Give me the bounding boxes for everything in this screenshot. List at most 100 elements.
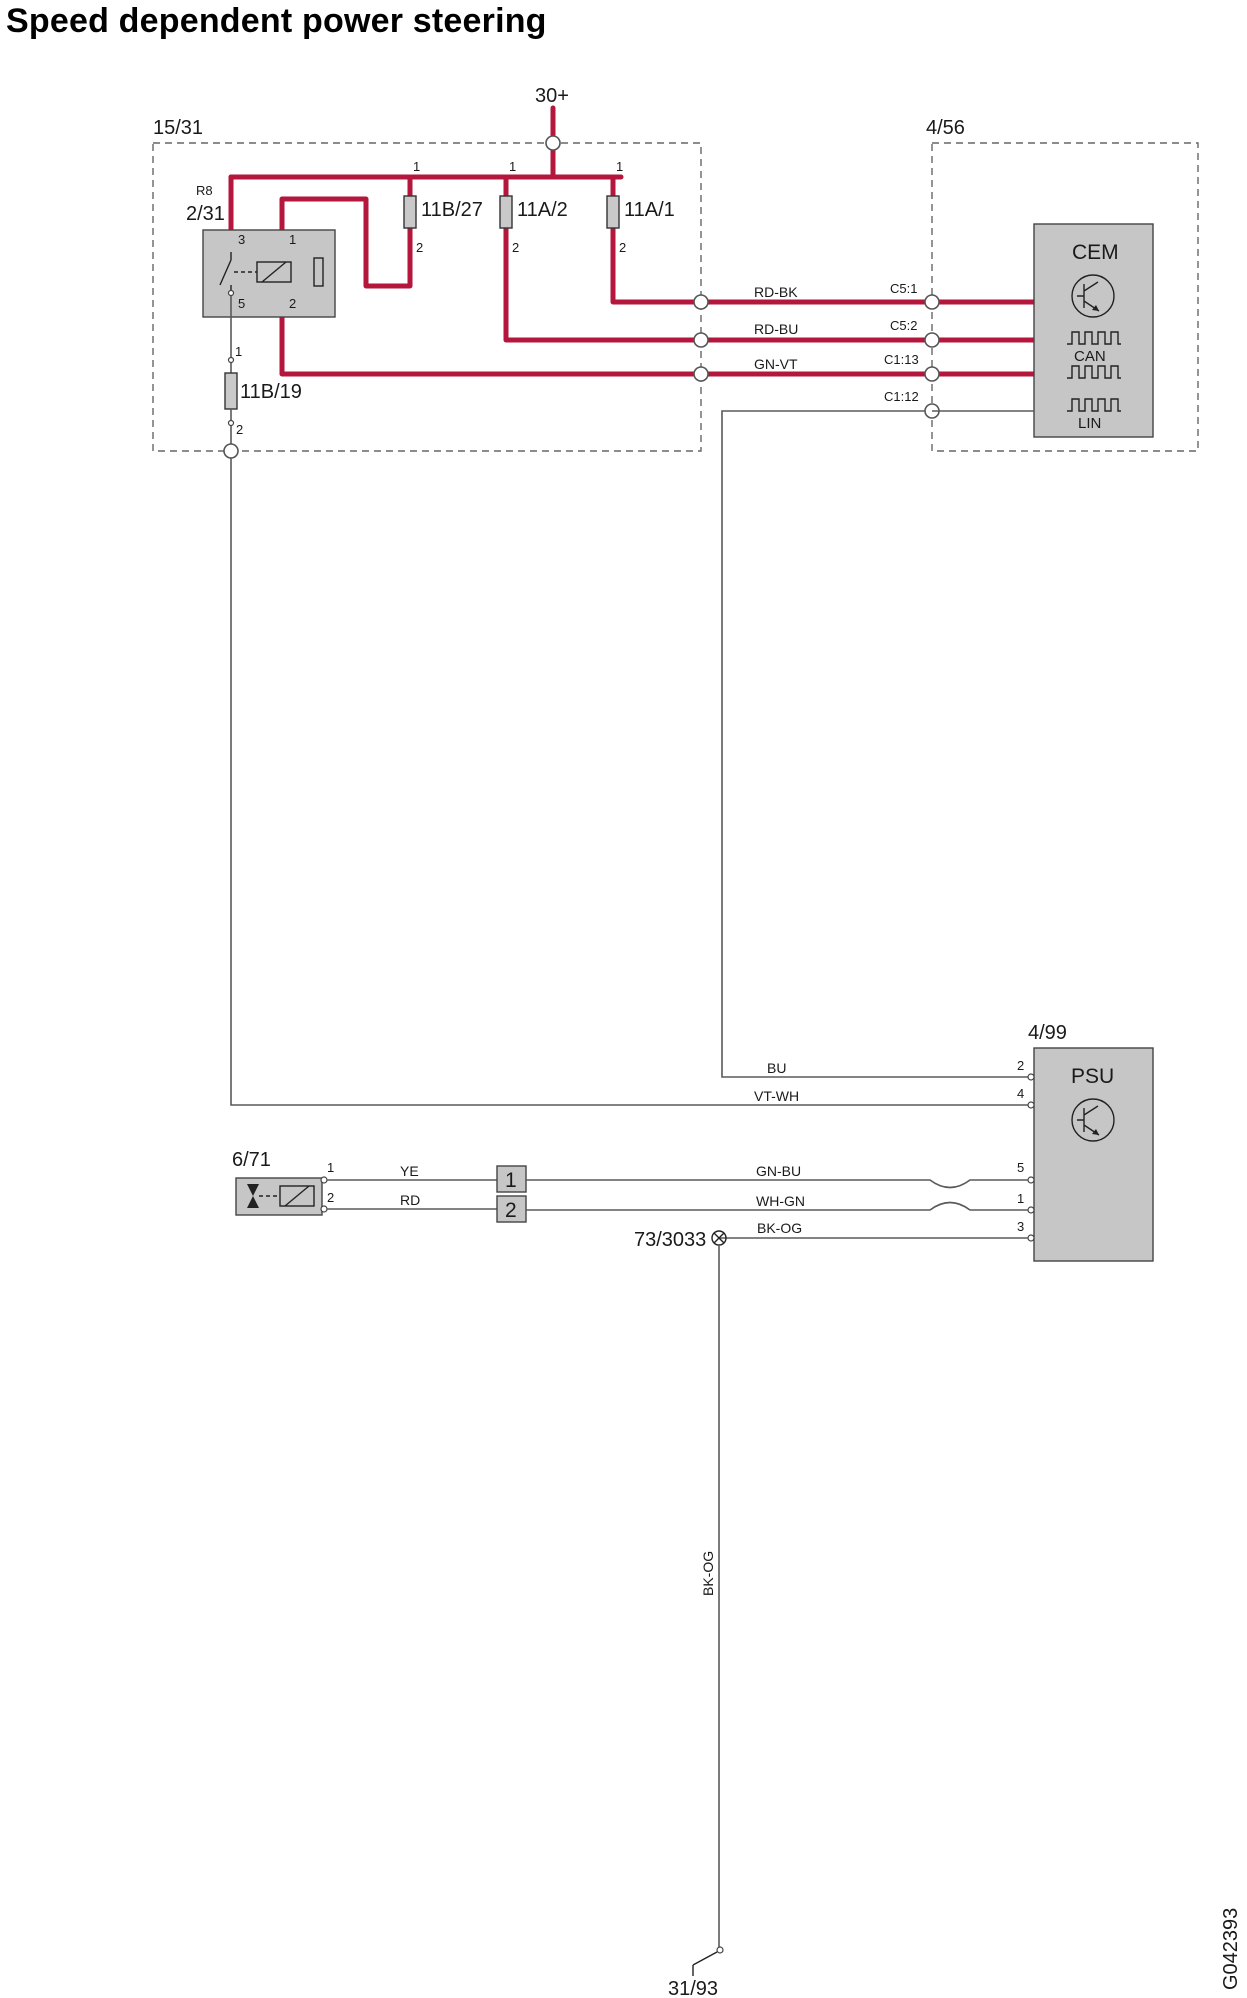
psu-pin4-point (1027, 1101, 1035, 1109)
wire-label-bu: BU (767, 1060, 786, 1076)
inline-connector-label-1: 1 (505, 1169, 517, 1192)
psu-pin5-point (1027, 1176, 1035, 1184)
wire-label-gn-vt: GN-VT (754, 356, 798, 372)
relay-pin3: 3 (238, 232, 245, 247)
cem-module (1033, 223, 1154, 438)
cem-module-name: CEM (1072, 241, 1119, 264)
fuse-box-connector-rd-bu (693, 332, 709, 348)
relay-number-label: 2/31 (186, 203, 225, 225)
inline-connector-pin2 (496, 1195, 527, 1223)
cem-can-waveform-lower (1067, 365, 1121, 379)
psu-box-label: 4/99 (1028, 1022, 1067, 1044)
psu-module-name: PSU (1071, 1065, 1114, 1088)
drawing-number: G042393 (1220, 1908, 1242, 1990)
psu-pin1-point (1027, 1206, 1035, 1214)
cem-lin-waveform (1067, 398, 1121, 412)
fuse-11a1-label: 11A/1 (624, 199, 675, 221)
fuse-11a2-label: 11A/2 (517, 199, 568, 221)
sensor-pin1: 1 (327, 1160, 334, 1175)
wire-vt-wh (230, 458, 1029, 1106)
fuse-11b19-pin1-point (227, 356, 235, 364)
cem-connector-c5-2 (924, 332, 940, 348)
relay-pin5-point (227, 289, 235, 297)
fuse-11b19-pin2-point (227, 419, 235, 427)
sensor-valve-symbol (247, 1184, 259, 1208)
psu-module (1033, 1047, 1154, 1262)
pin-label-c1-13: C1:13 (884, 352, 919, 367)
fuse-box-connector-gn-vt (693, 366, 709, 382)
psu-pin5: 5 (1017, 1160, 1024, 1175)
sensor-6-71 (235, 1177, 323, 1216)
wire-wh-gn (526, 1201, 1028, 1211)
relay-pin1: 1 (289, 232, 296, 247)
relay-coil-loop (279, 196, 413, 289)
wire-label-bk-og: BK-OG (757, 1220, 802, 1236)
cem-transistor-icon (1071, 274, 1115, 318)
relay-diode (313, 257, 324, 287)
supply-terminal (545, 135, 561, 151)
fuse-11b19-pin2: 2 (236, 422, 243, 437)
cem-box-label: 4/56 (926, 117, 965, 139)
psu-transistor-icon (1071, 1098, 1115, 1142)
psu-pin3-point (1027, 1234, 1035, 1242)
psu-pin3: 3 (1017, 1219, 1024, 1234)
wire-label-gn-bu: GN-BU (756, 1163, 801, 1179)
ground-label: 31/93 (668, 1978, 718, 1998)
wire-gn-bu (526, 1179, 1028, 1189)
fuse-11b27-pin2: 2 (416, 240, 423, 255)
relay-pin5: 5 (238, 296, 245, 311)
cem-can-label: CAN (1074, 348, 1106, 365)
relay-r8 (202, 229, 336, 318)
wire-label-rd: RD (400, 1192, 420, 1208)
wire-bu (721, 410, 1034, 1078)
wire-label-bk-og-vertical: BK-OG (700, 1551, 716, 1596)
supply-label: 30+ (535, 85, 569, 107)
sensor-pin2: 2 (327, 1190, 334, 1205)
inline-connector-pin1 (496, 1165, 527, 1193)
relay-pin2-feed (279, 289, 935, 377)
sensor-label: 6/71 (232, 1149, 271, 1171)
psu-pin4: 4 (1017, 1086, 1024, 1101)
fuse-11b19-pin1: 1 (235, 344, 242, 359)
cem-connector-c1-13 (924, 366, 940, 382)
fuse-11a2-pin2: 2 (512, 240, 519, 255)
wire-label-vt-wh: VT-WH (754, 1088, 799, 1104)
fuse-box-connector-rd-bk (693, 294, 709, 310)
cem-can-waveform-upper (1067, 331, 1121, 345)
pin-label-c5-1: C5:1 (890, 281, 917, 296)
fuse-11a1-pin1: 1 (616, 159, 623, 174)
fuse-11a2-pin1: 1 (509, 159, 516, 174)
pin-label-c5-2: C5:2 (890, 318, 917, 333)
fuse-11b19-label: 11B/19 (240, 381, 302, 403)
pin-label-c1-12: C1:12 (884, 389, 919, 404)
inline-connector-label-2: 2 (505, 1199, 517, 1222)
wire-label-rd-bk: RD-BK (754, 284, 798, 300)
relay-pin2: 2 (289, 296, 296, 311)
wire-label-ye: YE (400, 1163, 419, 1179)
cem-enclosure (931, 142, 1199, 452)
fuse-11b19 (224, 372, 238, 410)
fuse-11b27 (403, 195, 417, 229)
page-title: Speed dependent power steering (6, 2, 547, 40)
fuse-11b27-label: 11B/27 (421, 199, 483, 221)
cem-connector-c5-1 (924, 294, 940, 310)
relay-id-label: R8 (196, 183, 213, 198)
fuse-box-connector-11b19 (223, 443, 239, 459)
fuse-11a2 (499, 195, 513, 229)
fuse-11a1 (606, 195, 620, 229)
splice-label: 73/3033 (634, 1229, 706, 1251)
relay-coil-slash (261, 261, 287, 283)
wire-label-rd-bu: RD-BU (754, 321, 798, 337)
cem-lin-label: LIN (1078, 415, 1101, 432)
fuse-box-label: 15/31 (153, 117, 203, 139)
sensor-coil-slash (284, 1185, 310, 1207)
sensor-pin1-point (320, 1176, 328, 1184)
sensor-pin2-point (320, 1205, 328, 1213)
relay-coil (256, 261, 292, 283)
sensor-coil (279, 1185, 315, 1207)
ground-switch-symbol (692, 1946, 724, 1976)
psu-pin2: 2 (1017, 1058, 1024, 1073)
wire-rd-bu (503, 225, 935, 343)
wire-label-wh-gn: WH-GN (756, 1193, 805, 1209)
